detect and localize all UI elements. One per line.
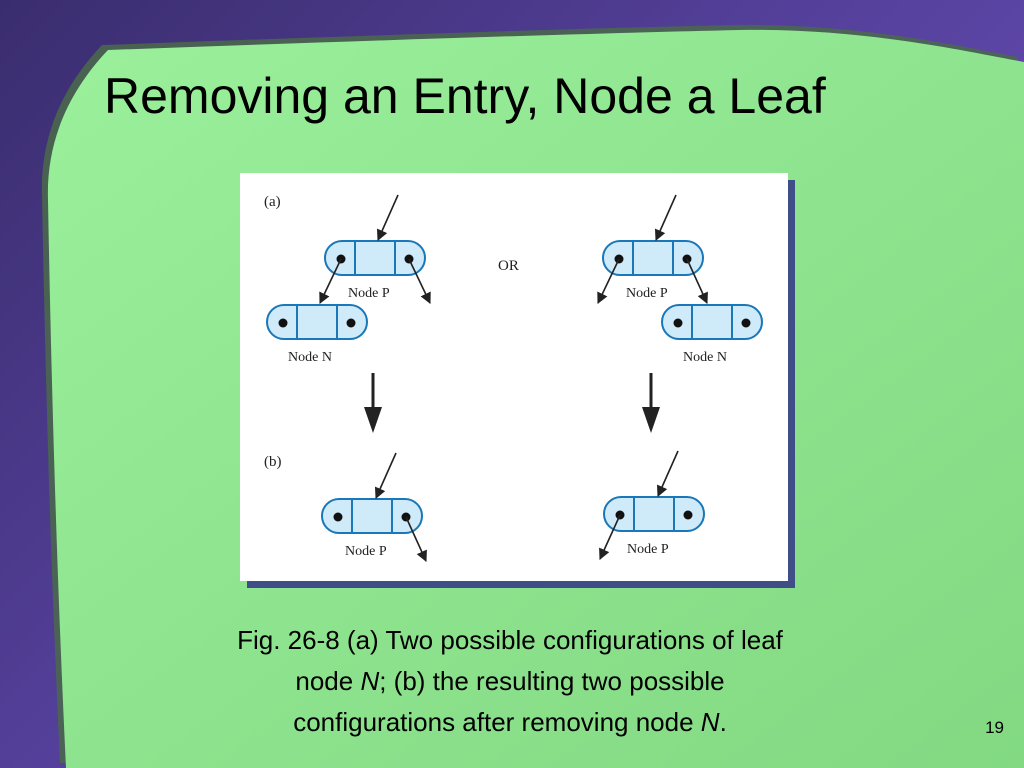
- incoming-pointer-arrow: [376, 194, 399, 242]
- caption-variable-n: N: [700, 707, 720, 737]
- linked-node-diagram: (a) OR (b) Node P Node N: [264, 194, 763, 563]
- node-n-a-left: [266, 304, 368, 340]
- incoming-pointer-arrow: [374, 452, 397, 500]
- left-link-arrow: [599, 514, 621, 561]
- node-n-label: Node N: [683, 350, 727, 365]
- node-p-label: Node P: [348, 286, 390, 301]
- figure-panel: (a) OR (b) Node P Node N: [240, 173, 788, 581]
- or-label: OR: [498, 258, 519, 274]
- node-p-label: Node P: [627, 542, 669, 557]
- figure-caption: Fig. 26-8 (a) Two possible configuration…: [130, 620, 890, 743]
- right-link-arrow: [405, 516, 427, 563]
- incoming-pointer-arrow: [656, 450, 679, 498]
- node-n-a-right: [661, 304, 763, 340]
- transition-arrow-right: [642, 373, 660, 433]
- caption-text: node: [295, 666, 361, 696]
- label-a: (a): [264, 194, 281, 210]
- page-number: 19: [985, 718, 1004, 737]
- node-p-label: Node P: [345, 544, 387, 559]
- transition-arrow-left: [364, 373, 382, 433]
- left-link-arrow: [597, 258, 620, 305]
- node-p-label: Node P: [626, 286, 668, 301]
- caption-line-1: Fig. 26-8 (a) Two possible configuration…: [237, 625, 783, 655]
- slide-title: Removing an Entry, Node a Leaf: [104, 68, 826, 124]
- node-p-a-left: [324, 240, 426, 276]
- node-p-b-left: [321, 498, 423, 534]
- caption-text: configurations after removing node: [293, 707, 701, 737]
- caption-line-3: configurations after removing node N.: [130, 702, 890, 743]
- node-n-label: Node N: [288, 350, 332, 365]
- left-link-arrow: [319, 258, 342, 305]
- incoming-pointer-arrow: [654, 194, 677, 242]
- label-b: (b): [264, 454, 282, 470]
- right-link-arrow: [408, 258, 431, 305]
- node-p-b-right: [603, 496, 705, 532]
- caption-text: .: [719, 707, 727, 737]
- caption-variable-n: N: [360, 666, 380, 696]
- node-p-a-right: [602, 240, 704, 276]
- caption-line-2: node N; (b) the resulting two possible: [130, 661, 890, 702]
- caption-text: ; (b) the resulting two possible: [379, 666, 725, 696]
- right-link-arrow: [686, 258, 708, 305]
